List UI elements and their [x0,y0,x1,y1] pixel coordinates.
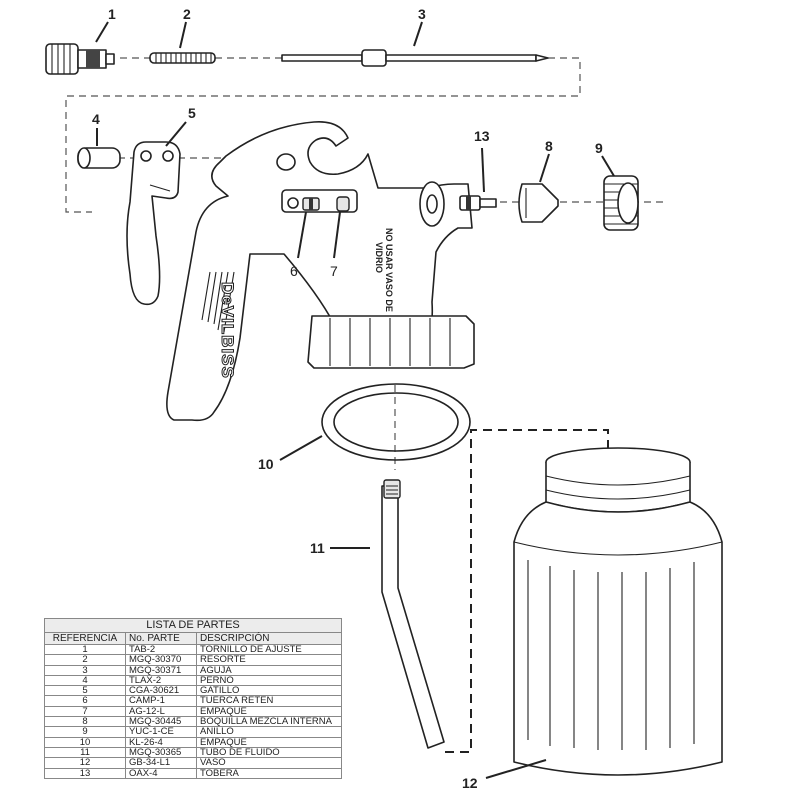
row-part-number: GB-34-L1 [125,757,197,769]
row-part-number: TLAX-2 [125,674,197,687]
row-description: AGUJA [196,664,342,676]
column-header-description: DESCRIPCIÓN [196,632,342,645]
parts-list-table: LISTA DE PARTES REFERENCIA No. PARTE DES… [44,618,342,779]
callout-3: 3 [418,6,426,22]
part-trigger [126,141,181,306]
row-part-number: OAX-4 [125,767,197,779]
parts-list-title: LISTA DE PARTES [44,618,342,633]
row-reference: 10 [44,736,126,748]
callout-11: 11 [310,540,325,556]
row-reference: 4 [44,674,126,687]
row-reference: 13 [44,767,126,779]
warning-label-line1: NO USAR VASO DE [384,228,394,312]
part-gasket-ring [321,383,471,461]
callout-10: 10 [258,456,274,472]
callout-4: 4 [92,111,100,127]
row-part-number: MGQ-30370 [125,654,197,666]
callout-6: 6 [290,263,298,279]
callout-7: 7 [330,263,338,279]
row-reference: 1 [44,643,126,656]
row-description: TOBERA [196,767,342,779]
row-description: RESORTE [196,654,342,666]
row-reference: 5 [44,685,126,697]
row-reference: 2 [44,654,126,666]
row-reference: 3 [44,664,126,676]
callout-9: 9 [595,140,603,156]
row-part-number: AG-12-L [125,705,197,718]
part-spring [149,52,216,64]
part-nozzle [459,195,497,211]
row-description: BOQUILLA MEZCLA INTERNA [196,716,342,728]
part-air-cap-ring [603,175,639,231]
row-part-number: CAMP-1 [125,695,197,707]
part-fluid-tube [381,479,445,749]
callout-8: 8 [545,138,553,154]
row-description: GATILLO [196,685,342,697]
row-part-number: MGQ-30365 [125,746,197,759]
part-gasket-small [336,196,350,212]
row-reference: 7 [44,705,126,718]
row-reference: 8 [44,716,126,728]
callout-leaders [95,21,615,779]
brand-label: DeVILBISS [218,282,237,379]
row-description: ANILLO [196,726,342,738]
warning-label-line2: VIDRIO [374,242,384,273]
callout-5: 5 [188,105,196,121]
column-header-part-number: No. PARTE [125,632,197,645]
row-description: VASO [196,757,342,769]
callout-1: 1 [108,6,116,22]
row-description: TUERCA RETEN [196,695,342,707]
column-header-reference: REFERENCIA [44,632,126,645]
row-reference: 11 [44,746,126,759]
row-part-number: CGA-30621 [125,685,197,697]
part-retaining-nut [302,197,320,211]
row-part-number: YUC-1-CE [125,726,197,738]
row-description: EMPAQUE [196,736,342,748]
part-internal-mix-tip [518,183,559,223]
part-adjusting-screw [45,43,115,75]
gun-body: DeVILBISS NO USAR VASO DE VIDRIO [166,121,475,422]
row-description: PERNO [196,674,342,687]
row-part-number: MGQ-30445 [125,716,197,728]
row-part-number: TAB-2 [125,643,197,656]
row-description: TORNILLO DE AJUSTE [196,643,342,656]
row-part-number: MGQ-30371 [125,664,197,676]
row-reference: 9 [44,726,126,738]
row-reference: 12 [44,757,126,769]
row-description: TUBO DE FLUIDO [196,746,342,759]
row-part-number: KL-26-4 [125,736,197,748]
part-cup [513,447,723,776]
callout-13: 13 [474,128,490,144]
row-description: EMPAQUE [196,705,342,718]
part-needle [281,49,549,67]
callout-2: 2 [183,6,191,22]
row-reference: 6 [44,695,126,707]
part-pin [77,147,121,169]
callout-12: 12 [462,775,478,791]
